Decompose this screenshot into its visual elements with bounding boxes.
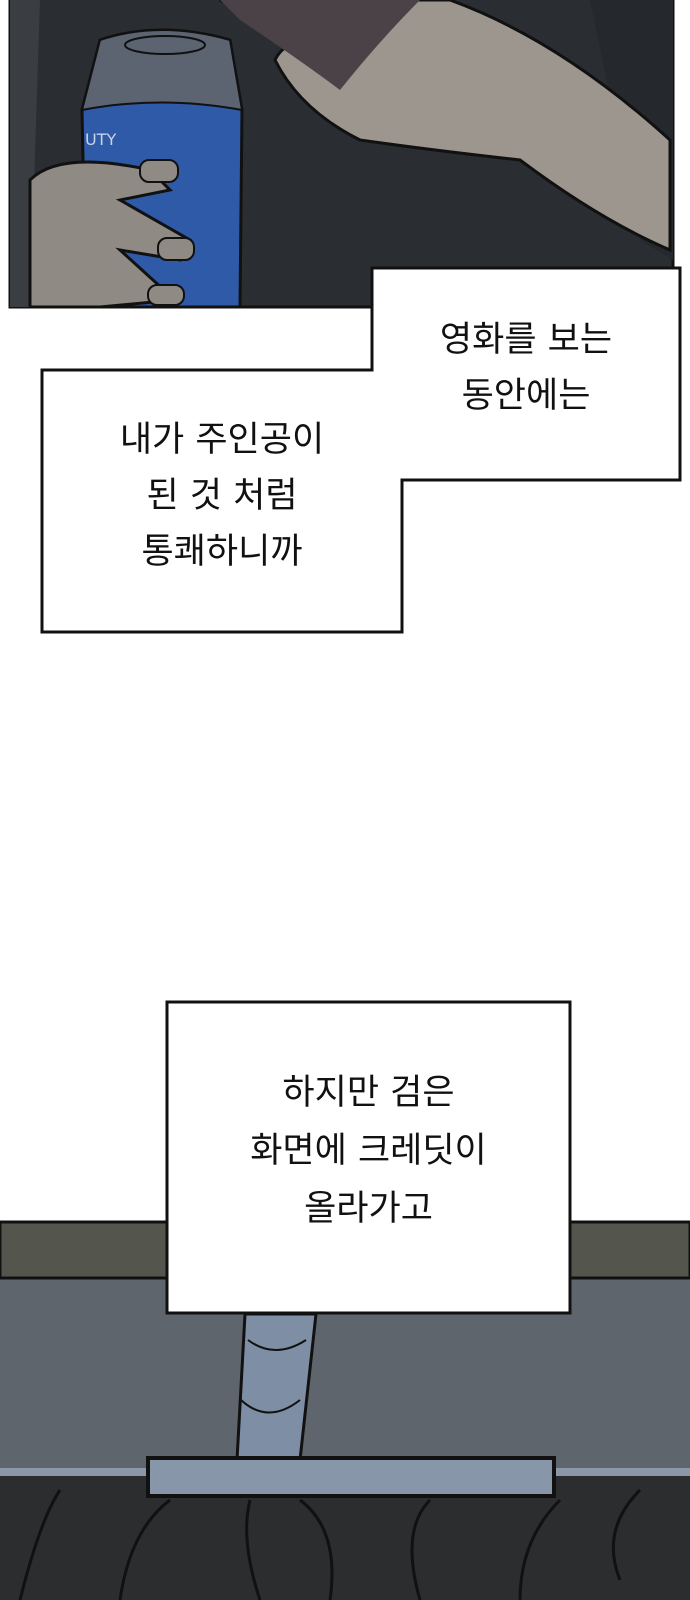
caption-box-3-shape bbox=[165, 1000, 572, 1315]
caption-line: 된 것 처럼 bbox=[146, 476, 298, 516]
caption-line: 내가 주인공이 bbox=[119, 420, 325, 460]
caption-line: 동안에는 bbox=[461, 376, 591, 416]
caption-box-3: 하지만 검은 화면에 크레딧이 올라가고 bbox=[167, 1064, 570, 1238]
caption-box-1: 영화를 보는 동안에는 bbox=[372, 312, 680, 424]
hand-holding-can bbox=[28, 159, 195, 309]
caption-line: 영화를 보는 bbox=[439, 320, 613, 360]
top-panel-can-scene: UTY bbox=[8, 0, 675, 309]
caption-box-2: 내가 주인공이 된 것 처럼 통쾌하니까 bbox=[42, 412, 402, 580]
caption-line: 올라가고 bbox=[304, 1189, 433, 1229]
caption-box-1-2-shape bbox=[40, 266, 682, 634]
caption-line: 하지만 검은 bbox=[282, 1073, 455, 1113]
can-label: UTY bbox=[85, 130, 116, 149]
caption-line: 화면에 크레딧이 bbox=[250, 1131, 487, 1171]
arm-reaching bbox=[219, 0, 672, 253]
caption-line: 통쾌하니까 bbox=[141, 532, 303, 572]
